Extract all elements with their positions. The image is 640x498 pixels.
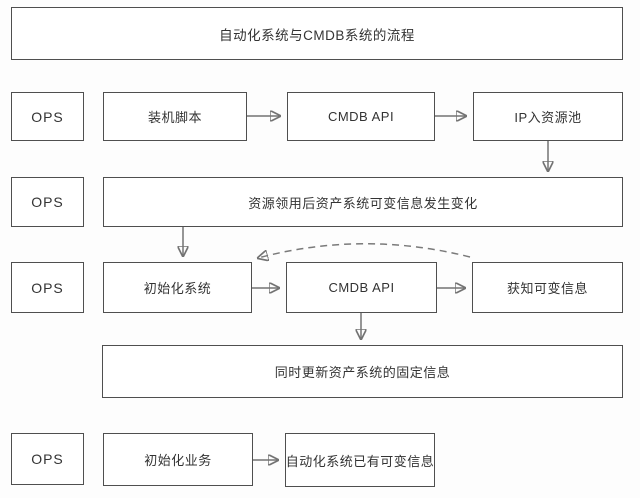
node-know-variable-info: 获知可变信息	[472, 262, 623, 313]
lane-label-ops-row5: OPS	[11, 433, 84, 485]
node-init-system: 初始化系统	[103, 262, 252, 313]
node-cmdb-api-row3: CMDB API	[286, 262, 437, 313]
title-box: 自动化系统与CMDB系统的流程	[11, 7, 623, 60]
node-ip-resource-pool: IP入资源池	[473, 92, 623, 141]
lane-label-ops-row3: OPS	[11, 262, 84, 313]
node-auto-has-variable: 自动化系统已有可变信息	[285, 433, 435, 487]
node-cmdb-api-row1: CMDB API	[287, 92, 435, 141]
lane-label-ops-row2: OPS	[11, 177, 84, 227]
node-install-script: 装机脚本	[103, 92, 247, 141]
node-resource-variable-change: 资源领用后资产系统可变信息发生变化	[103, 177, 623, 227]
node-init-business: 初始化业务	[103, 433, 253, 486]
lane-label-ops-row1: OPS	[11, 92, 84, 141]
dashed-feedback-arc-know-to-init	[258, 243, 471, 258]
node-update-fixed-info: 同时更新资产系统的固定信息	[102, 345, 623, 398]
